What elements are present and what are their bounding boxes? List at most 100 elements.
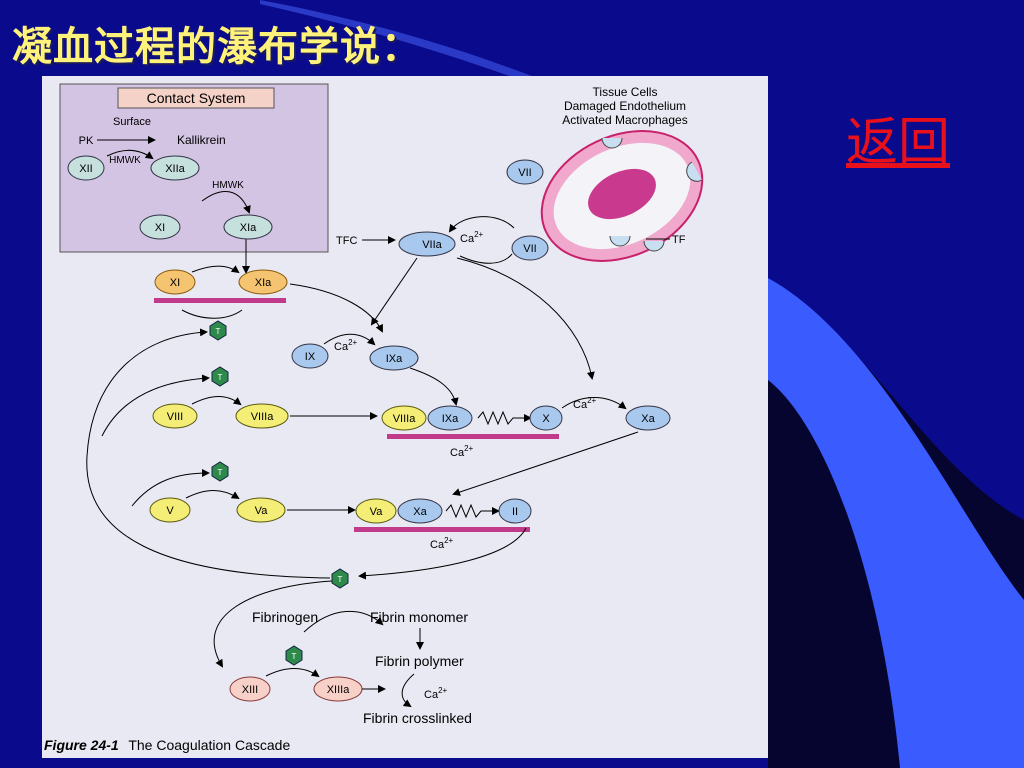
thrombin-hex-4: T bbox=[331, 568, 349, 589]
tf-label: TF bbox=[672, 234, 686, 246]
viia-to-ixa-arrow bbox=[370, 257, 418, 326]
factor-xa-complex bbox=[397, 498, 443, 524]
ii-to-thrombin-arrow bbox=[358, 527, 527, 580]
factor-xia-label: XIa bbox=[255, 277, 272, 289]
prothrombinase-zigzag bbox=[445, 503, 500, 519]
hmwk-label-1: HMWK bbox=[109, 155, 141, 166]
xii-activation-arrow bbox=[106, 149, 154, 160]
factor-vii-b-label: VII bbox=[523, 243, 536, 255]
viia-to-xa-arrow bbox=[456, 257, 595, 380]
factor-viia-label: VIIa bbox=[422, 239, 442, 251]
ixa-to-complex-arrow bbox=[409, 367, 459, 406]
xiii-activation-arrow bbox=[265, 668, 320, 678]
svg-text:T: T bbox=[216, 327, 221, 336]
factor-ii bbox=[498, 498, 532, 524]
factor-xi-label: XI bbox=[170, 277, 180, 289]
v-activation-arrow bbox=[185, 490, 240, 500]
factor-xiiia-label: XIIIa bbox=[327, 684, 351, 696]
fibrinogen-to-monomer-arrow bbox=[303, 611, 384, 633]
contact-system-label-box bbox=[117, 87, 275, 109]
factor-viiia-complex-label: VIIIa bbox=[393, 413, 417, 425]
factor-viiia-complex bbox=[381, 405, 427, 431]
slide-title: 凝血过程的瀑布学说： bbox=[12, 24, 422, 70]
contact-system-title: Contact System bbox=[147, 90, 246, 106]
ca-label-4: Ca2+ bbox=[573, 396, 597, 411]
thrombin-hex-3: T bbox=[211, 461, 229, 482]
tissue-label-2: Damaged Endothelium bbox=[564, 99, 686, 113]
factor-vii-cell-label: VII bbox=[518, 167, 531, 179]
xia-feedback-curve bbox=[181, 309, 243, 319]
tf-receptor-4 bbox=[643, 240, 665, 252]
factor-xii bbox=[67, 155, 105, 181]
factor-vii-cell bbox=[506, 159, 544, 185]
xa-to-prothrombinase-arrow bbox=[452, 431, 639, 496]
factor-viia bbox=[398, 231, 456, 257]
xia-to-ixa-arrow bbox=[289, 283, 383, 333]
fibrin-crosslinked-label: Fibrin crosslinked bbox=[363, 710, 472, 726]
factor-xia-contact-label: XIa bbox=[240, 222, 257, 234]
fibrin-polymer-label: Fibrin polymer bbox=[375, 653, 464, 669]
factor-xi-contact bbox=[139, 214, 181, 240]
xia-contact-arrow bbox=[201, 191, 251, 214]
factor-v bbox=[149, 497, 191, 523]
factor-ii-label: II bbox=[512, 506, 518, 518]
polymer-to-crosslinked-arrow bbox=[401, 673, 415, 708]
kallikrein-label: Kallikrein bbox=[177, 133, 226, 147]
coagulation-cascade-figure: Contact System Surface PK Kallikrein HMW… bbox=[42, 76, 768, 758]
factor-xi-contact-label: XI bbox=[155, 222, 165, 234]
ix-activation-arrow bbox=[323, 333, 376, 346]
vii-activation-arrow bbox=[448, 216, 515, 233]
factor-vii-b bbox=[511, 235, 549, 261]
svg-text:T: T bbox=[218, 468, 223, 477]
phospholipid-bar-1 bbox=[154, 298, 286, 303]
surface-label: Surface bbox=[113, 116, 151, 128]
factor-v-label: V bbox=[166, 505, 174, 517]
factor-ixa-complex bbox=[427, 405, 473, 431]
vii-return-arrow bbox=[459, 253, 513, 264]
phospholipid-bar-3 bbox=[354, 527, 530, 532]
factor-viii-label: VIII bbox=[167, 411, 184, 423]
tf-receptor-2 bbox=[686, 161, 703, 182]
tf-receptor-3 bbox=[609, 235, 631, 247]
feedback-arc-v bbox=[131, 469, 210, 507]
svg-text:T: T bbox=[218, 373, 223, 382]
factor-ix-label: IX bbox=[305, 351, 316, 363]
figure-caption: Figure 24-1 The Coagulation Cascade bbox=[44, 737, 290, 753]
factor-xa bbox=[625, 405, 671, 431]
factor-va-complex-label: Va bbox=[370, 506, 384, 518]
fibrinogen-branch-arrow bbox=[213, 580, 333, 668]
back-link[interactable]: 返回 bbox=[846, 113, 951, 173]
svg-text:T: T bbox=[338, 575, 343, 584]
tenase-zigzag bbox=[477, 410, 532, 426]
factor-xiii bbox=[229, 676, 271, 702]
thrombin-hex-2: T bbox=[211, 366, 229, 387]
factor-xa-complex-label: Xa bbox=[413, 506, 427, 518]
factor-ixa-label: IXa bbox=[386, 353, 403, 365]
tf-receptor-1 bbox=[601, 137, 623, 149]
viii-activation-arrow bbox=[191, 396, 242, 406]
x-to-xa-arrow bbox=[561, 397, 627, 410]
fibrin-monomer-label: Fibrin monomer bbox=[370, 609, 468, 625]
ca-label-5: Ca2+ bbox=[430, 536, 454, 551]
phospholipid-bar-2 bbox=[387, 434, 559, 439]
tissue-cell-nucleus bbox=[588, 168, 656, 220]
factor-xia bbox=[238, 269, 288, 295]
ca-label-2: Ca2+ bbox=[334, 338, 358, 353]
factor-va bbox=[236, 497, 286, 523]
hmwk-label-2: HMWK bbox=[212, 180, 244, 191]
factor-va-label: Va bbox=[255, 505, 269, 517]
thrombin-hex-1: T bbox=[209, 320, 227, 341]
factor-viiia-label: VIIIa bbox=[251, 411, 275, 423]
factor-xii-label: XII bbox=[79, 163, 92, 175]
ca-label-1: Ca2+ bbox=[460, 230, 484, 245]
feedback-arc-viii bbox=[101, 374, 210, 437]
fibrinogen-label: Fibrinogen bbox=[252, 609, 318, 625]
factor-x bbox=[529, 405, 563, 431]
factor-viii bbox=[152, 403, 198, 429]
factor-xi bbox=[154, 269, 196, 295]
factor-ixa-complex-label: IXa bbox=[442, 413, 459, 425]
svg-text:T: T bbox=[292, 652, 297, 661]
factor-ix bbox=[291, 343, 329, 369]
tissue-label-1: Tissue Cells bbox=[593, 85, 658, 99]
factor-xiii-label: XIII bbox=[242, 684, 259, 696]
